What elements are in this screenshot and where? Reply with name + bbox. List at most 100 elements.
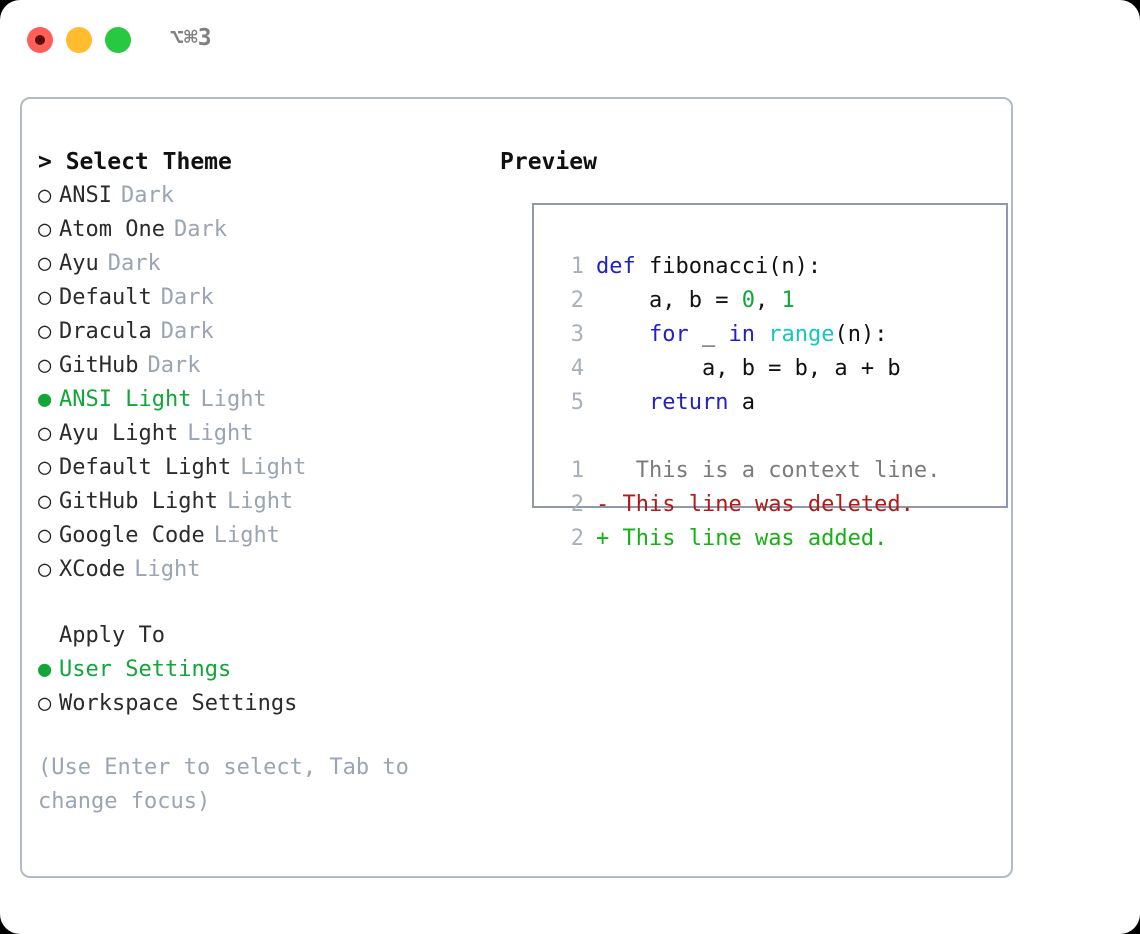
apply-to-option[interactable]: ○Workspace Settings [38,687,498,721]
diff-line-content: This line was added. [609,526,888,551]
radio-unselected-icon[interactable]: ○ [38,489,52,514]
diff-line-content: This line was deleted. [609,492,914,517]
diff-line: 1 This is a context line. [550,454,1000,488]
keyboard-hint-text: (Use Enter to select, Tab to change focu… [38,755,409,814]
minimize-window-button[interactable] [66,27,92,53]
radio-unselected-icon[interactable]: ○ [38,319,52,344]
diff-line-number: 1 [570,458,584,483]
diff-line-number: 2 [570,526,584,551]
radio-selected-icon[interactable]: ● [38,657,52,682]
radio-unselected-icon[interactable]: ○ [38,217,52,242]
code-diff-separator [550,420,1000,454]
apply-to-section: Apply To ● User Settings ○Workspace Settin… [38,619,498,721]
keyboard-shortcut-label: ⌥⌘3 [170,25,212,51]
code-token: 1 [781,288,795,313]
theme-variant-label: Light [187,421,254,446]
theme-name-label: Default Light [59,455,232,480]
radio-unselected-icon[interactable]: ○ [38,353,52,378]
maximize-window-button[interactable] [105,27,131,53]
radio-unselected-icon[interactable]: ○ [38,523,52,548]
code-line: 3 for _ in range(n): [550,318,1000,352]
theme-variant-label: Light [200,387,267,412]
theme-name-label: Default [59,285,152,310]
diff-line-number: 2 [570,492,584,517]
radio-unselected-icon[interactable]: ○ [38,691,52,716]
code-line-content: def fibonacci(n): [596,250,821,284]
diff-sign: + [596,526,610,551]
code-line: 5 return a [550,386,1000,420]
theme-list-item[interactable]: ○ GitHub Dark [38,349,498,383]
code-token: a, b = b, a + b [596,356,901,381]
preview-heading: Preview [500,149,597,175]
theme-name-label: Ayu [59,251,99,276]
code-token: return [648,390,729,415]
diff-sign [596,454,609,488]
radio-unselected-icon[interactable]: ○ [38,285,52,310]
theme-variant-label: Light [226,489,294,514]
apply-to-heading: Apply To [59,623,165,648]
apply-to-options: ● User Settings ○Workspace Settings [38,653,498,721]
theme-list-item[interactable]: ○ Dracula Dark [38,315,498,349]
radio-unselected-icon[interactable]: ○ [38,455,52,480]
theme-list-item[interactable]: ○ Google Code Light [38,519,498,553]
theme-variant-label: Light [213,523,280,548]
theme-list-item[interactable]: ○ GitHub Light Light [38,485,498,519]
theme-name-label: Atom One [59,217,165,242]
theme-list-item[interactable]: ○ XCode Light [38,553,498,587]
theme-variant-label: Dark [120,183,174,208]
radio-unselected-icon[interactable]: ○ [38,421,52,446]
theme-variant-label: Dark [160,285,214,310]
line-number: 2 [570,288,584,313]
code-token: for [648,322,689,347]
theme-list-item[interactable]: ○ Default Light Light [38,451,498,485]
theme-variant-label: Light [134,557,201,582]
code-token: a, b = [596,288,742,313]
theme-variant-label: Light [240,455,307,480]
theme-name-label: GitHub Light [59,489,218,514]
radio-unselected-icon[interactable]: ○ [38,183,52,208]
code-token: a [728,390,755,415]
radio-selected-icon[interactable]: ● [38,387,52,412]
line-number: 1 [570,254,584,279]
theme-list-item[interactable]: ○ Ayu Light Light [38,417,498,451]
theme-list-item[interactable]: ○ Default Dark [38,281,498,315]
code-token: 0 [741,288,755,313]
apply-to-option-label: User Settings [59,657,232,682]
theme-name-label: ANSI [59,183,112,208]
code-token [596,390,649,415]
theme-list-item[interactable]: ○ ANSI Dark [38,179,498,213]
radio-unselected-icon[interactable]: ○ [38,251,52,276]
theme-name-label: Ayu Light [59,421,179,446]
code-line: 1 def fibonacci(n): [550,250,1000,284]
title-bar: ⌥⌘3 [0,0,1140,76]
theme-variant-label: Dark [160,319,214,344]
theme-variant-label: Dark [147,353,201,378]
radio-unselected-icon[interactable]: ○ [38,557,52,582]
code-token: (n): [834,322,888,347]
code-token: _ [688,322,729,347]
code-token: def [596,254,649,279]
theme-name-label: GitHub [59,353,139,378]
diff-line: 2 + This line was added. [550,522,1000,556]
theme-name-label: Dracula [59,319,152,344]
recording-indicator-icon [35,35,45,45]
line-number: 5 [570,390,584,415]
theme-name-label: XCode [59,557,126,582]
code-line-content: a, b = b, a + b [596,352,901,386]
select-theme-heading: > Select Theme [38,149,232,175]
theme-name-label: Google Code [59,523,205,548]
diff-line-content: This is a context line. [609,458,941,483]
code-line-content: for _ in range(n): [596,318,887,352]
code-line-content: a, b = 0, 1 [596,284,795,318]
diff-sign: - [596,492,610,517]
apply-to-option[interactable]: ● User Settings [38,653,498,687]
code-token [596,322,649,347]
